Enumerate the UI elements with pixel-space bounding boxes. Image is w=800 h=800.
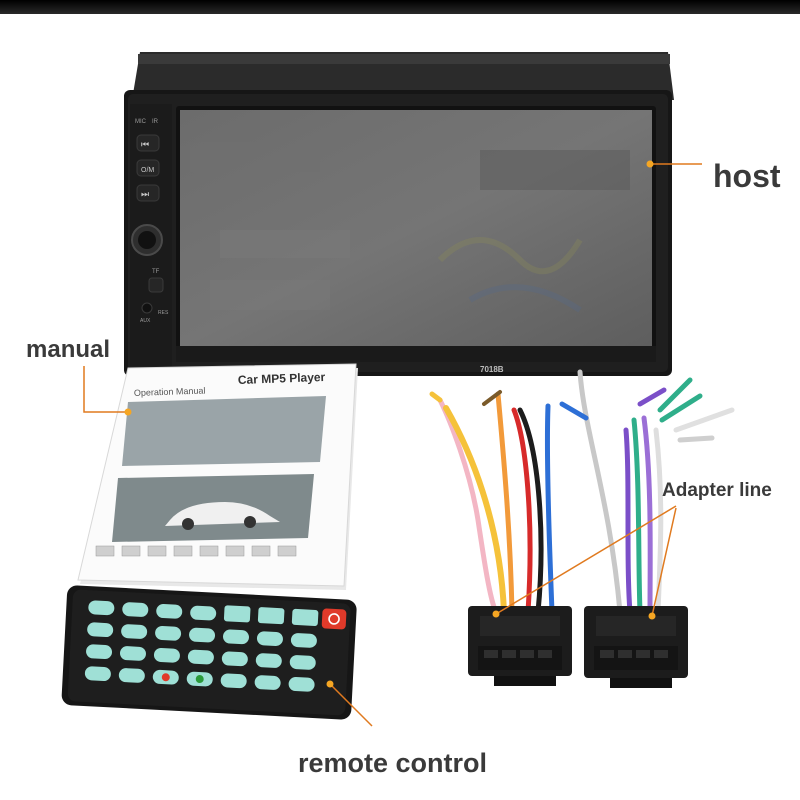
call-reject-icon <box>161 673 170 682</box>
manual-label: manual <box>26 336 111 363</box>
remote-control-label: remote control <box>298 748 488 778</box>
top-band <box>0 0 800 14</box>
button-label: O/M <box>141 167 154 174</box>
button-label: TF <box>152 269 160 275</box>
adapter-line <box>429 369 735 615</box>
button-label: ⏮ <box>141 139 149 149</box>
connector-right <box>584 606 688 688</box>
manual-title: Car MP5 Player <box>238 370 326 387</box>
head-unit: MIC IR ⏮ O/M ⏭ TF AUX RES 7018B <box>124 52 674 376</box>
manual-booklet: Car MP5 Player Operation Manual <box>77 363 358 590</box>
host-label: host <box>713 158 781 194</box>
callout-lines <box>83 163 702 727</box>
adapter-line-label: Adapter line <box>662 480 772 501</box>
remote-keys <box>84 600 319 692</box>
model-label: 7018B <box>480 365 504 374</box>
remote-control <box>61 585 357 720</box>
call-accept-icon <box>195 675 204 684</box>
button-label: RES <box>158 310 169 316</box>
connector-left <box>468 606 572 686</box>
power-key <box>321 608 347 630</box>
button-label: ⏭ <box>141 189 149 199</box>
callout-markers <box>124 160 656 688</box>
button-label: MIC <box>135 119 147 125</box>
manual-subtitle: Operation Manual <box>134 386 206 398</box>
button-label: AUX <box>140 318 151 324</box>
button-label: IR <box>152 119 159 125</box>
